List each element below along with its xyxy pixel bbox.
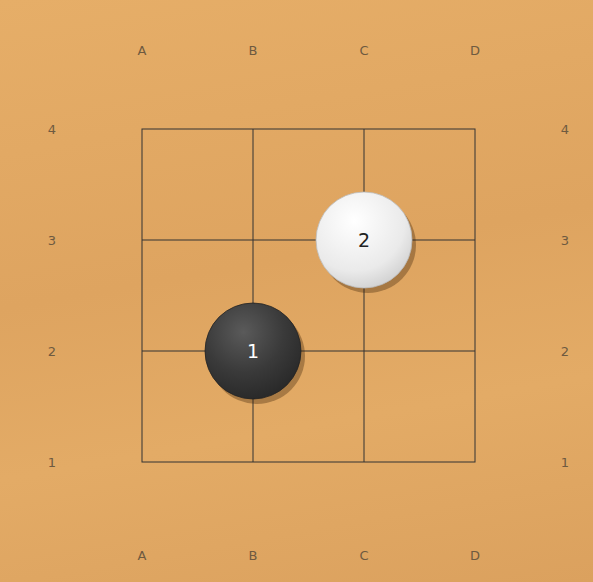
stone-body <box>316 192 412 288</box>
grid-line <box>253 129 254 462</box>
coordinate-label: B <box>249 548 258 563</box>
coordinate-label: D <box>470 43 480 58</box>
go-stone: 1 <box>203 301 303 401</box>
grid-line <box>142 351 475 352</box>
move-number: 1 <box>247 340 259 362</box>
coordinate-label: 4 <box>561 122 569 137</box>
coordinate-label: 3 <box>561 233 569 248</box>
go-stone: 2 <box>314 190 414 290</box>
coordinate-label: 2 <box>48 344 56 359</box>
coordinate-label: C <box>359 548 368 563</box>
coordinate-label: 1 <box>48 455 56 470</box>
grid-line <box>364 129 365 462</box>
coordinate-label: C <box>359 43 368 58</box>
coordinate-label: 1 <box>561 455 569 470</box>
coordinate-label: 4 <box>48 122 56 137</box>
coordinate-label: A <box>138 548 147 563</box>
coordinate-label: A <box>138 43 147 58</box>
grid-lines <box>142 129 475 462</box>
coordinate-label: D <box>470 548 480 563</box>
grid-border <box>142 129 475 462</box>
coordinate-label: B <box>249 43 258 58</box>
grid-line <box>142 240 475 241</box>
move-number: 2 <box>358 229 370 251</box>
coordinate-label: 3 <box>48 233 56 248</box>
coordinate-label: 2 <box>561 344 569 359</box>
stone-body <box>205 303 301 399</box>
